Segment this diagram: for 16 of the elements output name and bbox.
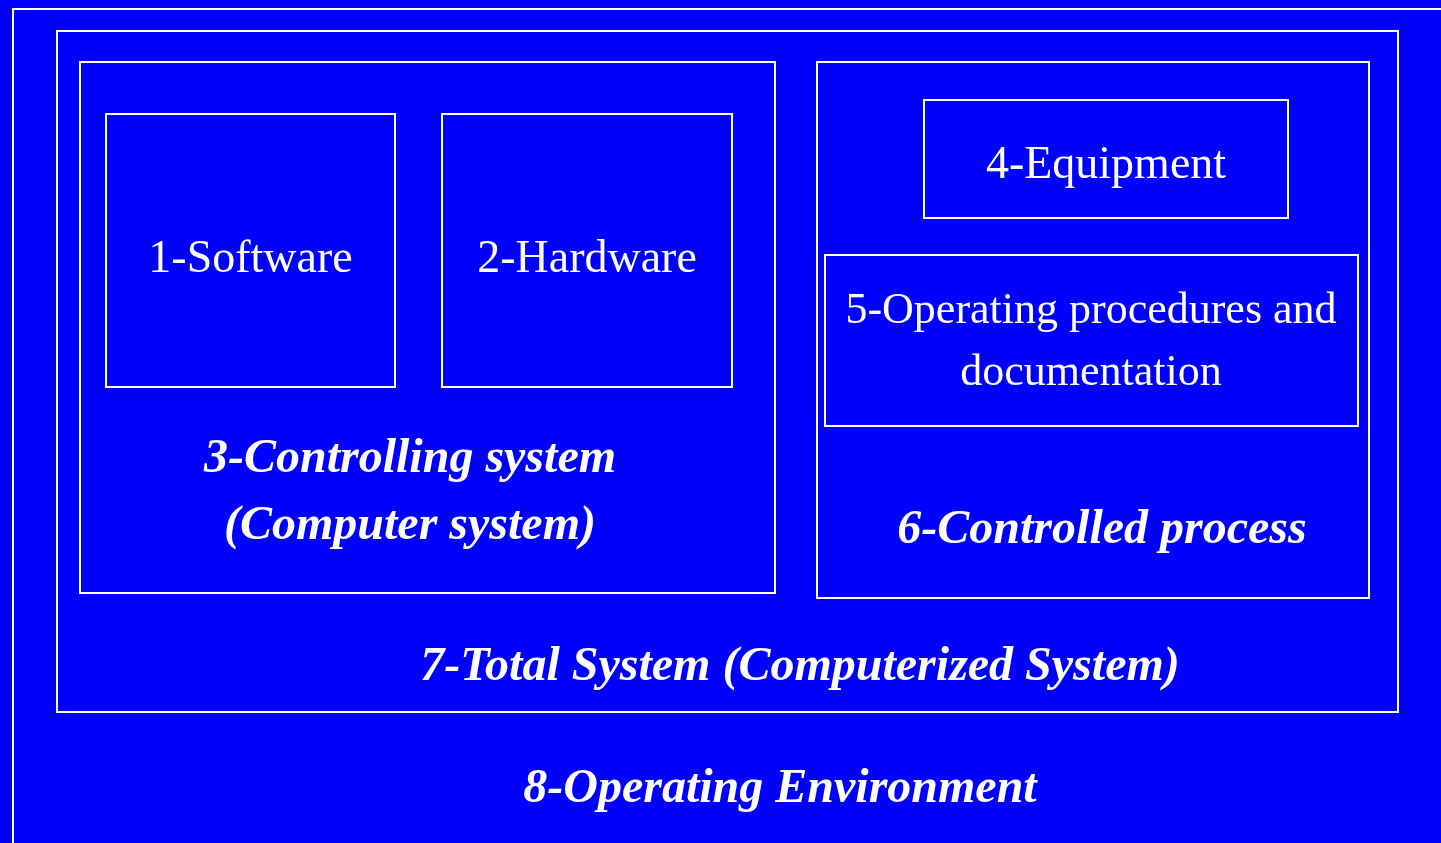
container-box	[816, 61, 1370, 599]
container-box	[79, 61, 776, 594]
container-box	[824, 254, 1359, 427]
container-title: 8-Operating Environment	[522, 758, 1039, 814]
box-label: 1-Software	[147, 230, 354, 284]
container-box	[12, 8, 1441, 843]
container-title: 7-Total System (Computerized System)	[419, 636, 1181, 693]
container-title: 3-Controlling system (Computer system)	[202, 428, 618, 552]
container-box	[923, 99, 1289, 219]
container-box	[441, 113, 733, 388]
container-box	[56, 30, 1399, 713]
box-label: 5-Operating procedures and documentation	[844, 283, 1338, 397]
container-title: 6-Controlled process	[896, 499, 1308, 555]
container-box	[105, 113, 396, 388]
box-label: 4-Equipment	[984, 136, 1228, 190]
box-label: 2-Hardware	[476, 230, 698, 284]
